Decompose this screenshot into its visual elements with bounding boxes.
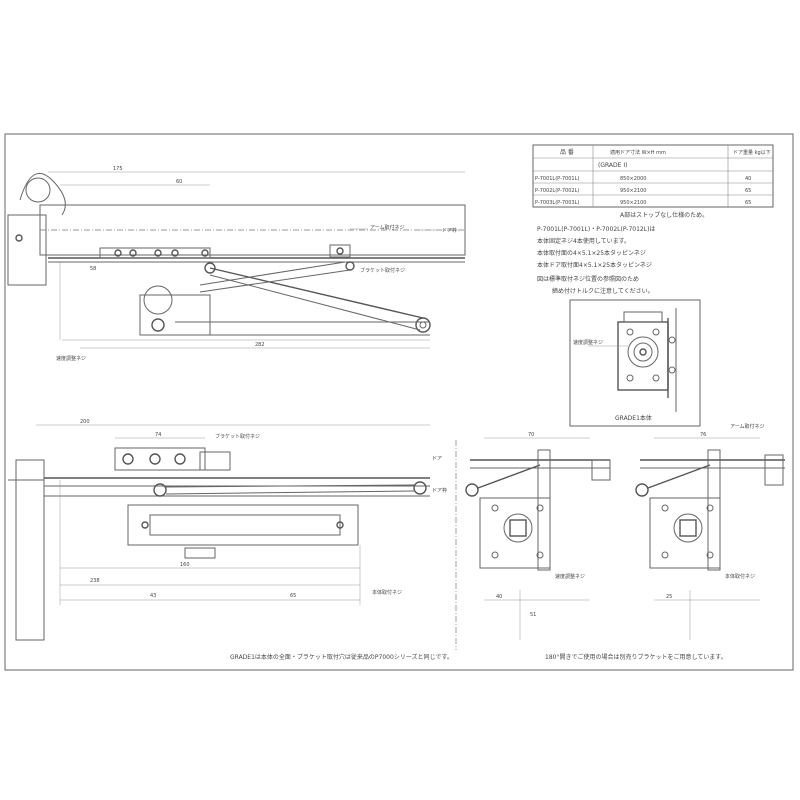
footer-note-right: 180°開きでご使用の場合は別売りブラケットをご用意しています。 — [545, 653, 727, 661]
dimension-label: 25 — [666, 594, 672, 600]
table-cell: 850×2000 — [620, 176, 646, 182]
table-cell: 950×2100 — [620, 188, 646, 194]
spec-table: 品 番 適用ドア寸法 W×H mm ドア重量 kg以下 (GRADE I) P-… — [532, 144, 774, 208]
detail-box: 速度調整ネジ GRADE1本体 — [569, 299, 701, 427]
table-header-door-size: 適用ドア寸法 W×H mm — [610, 149, 666, 156]
table-cell: 950×2100 — [620, 200, 646, 206]
detail-caption: GRADE1本体 — [615, 414, 652, 422]
bottom-plan-view: 200 74 238 160 43 65 ブラケット取付ネジ 本体取付ネジ ドア… — [8, 419, 447, 641]
side-section-b: 76 25 本体取付ネジ アーム取付ネジ — [635, 423, 785, 640]
note-line: 本体固定ネジ4本使用しています。 — [537, 237, 630, 245]
dimension-label: 70 — [528, 432, 534, 438]
dimension-label: 76 — [700, 432, 706, 438]
callout-arm-screw: アーム取付ネジ — [730, 423, 765, 430]
note-line: 本体取付面の4×5.1×25本タッピンネジ — [537, 249, 646, 257]
dimension-label: 58 — [90, 266, 96, 272]
door-label: ドア — [432, 456, 442, 462]
callout-bracket-screw: ブラケット取付ネジ — [360, 267, 405, 274]
dimension-label: 51 — [530, 612, 536, 618]
drawing-border — [4, 133, 794, 671]
detail-callout: 速度調整ネジ — [573, 339, 603, 346]
note-line: P-7001L(P-7001L)・P-7002L(P-7012L)は — [537, 226, 655, 233]
note-line: 締め付けトルクに注意してください。 — [552, 287, 654, 295]
dimension-label: 200 — [80, 419, 90, 425]
footer-note-left: GRADE1は本体の全面・ブラケット取付穴は従来品のP7000シリーズと同じです… — [230, 653, 453, 661]
table-cell: 65 — [745, 200, 751, 206]
side-section-a: 70 40 51 速度調整ネジ — [455, 432, 611, 650]
note-line: A部はストップなし仕様のため。 — [620, 211, 708, 219]
table-header-model: 品 番 — [560, 149, 574, 156]
callout-speed: 速度調整ネジ — [56, 355, 86, 362]
note-line: 本体ドア取付面4×5.1×25本タッピンネジ — [537, 261, 652, 269]
callout-bracket-screw: ブラケット取付ネジ — [215, 433, 260, 440]
note-line: 図は標準取付ネジ位置の参照図のため — [537, 275, 639, 283]
dimension-label: 65 — [290, 593, 296, 599]
notes-block: A部はストップなし仕様のため。 P-7001L(P-7001L)・P-7002L… — [537, 211, 708, 295]
callout-body-screw: 本体取付ネジ — [372, 589, 402, 596]
dimension-label: 40 — [496, 594, 502, 600]
table-cell: 65 — [745, 188, 751, 194]
dimension-label: 160 — [180, 562, 190, 568]
dimension-label: 60 — [176, 179, 182, 185]
table-grade-note: (GRADE I) — [598, 162, 627, 169]
table-cell: 40 — [745, 176, 751, 182]
callout-arm-screw: アーム取付ネジ — [370, 224, 405, 231]
callout-body-screw: 本体取付ネジ — [725, 573, 755, 580]
dimension-label: 282 — [255, 342, 265, 348]
table-cell: P-7001L(P-7001L) — [535, 176, 579, 182]
table-cell: P-7003L(P-7003L) — [535, 200, 579, 206]
table-header-door-weight: ドア重量 kg以下 — [733, 149, 771, 156]
frame-label: ドア枠 — [442, 227, 457, 234]
dimension-label: 43 — [150, 593, 156, 599]
callout-speed: 速度調整ネジ — [555, 573, 585, 580]
top-elevation-view: 175 60 282 58 ドア枠 アーム取付ネジ ブラケット取付ネジ 速度調整… — [7, 166, 466, 362]
dimension-label: 175 — [113, 166, 123, 172]
frame-label: ドア枠 — [432, 487, 447, 494]
dimension-label: 74 — [155, 432, 161, 438]
table-cell: P-7002L(P-7002L) — [535, 188, 579, 194]
dimension-label: 238 — [90, 578, 100, 584]
